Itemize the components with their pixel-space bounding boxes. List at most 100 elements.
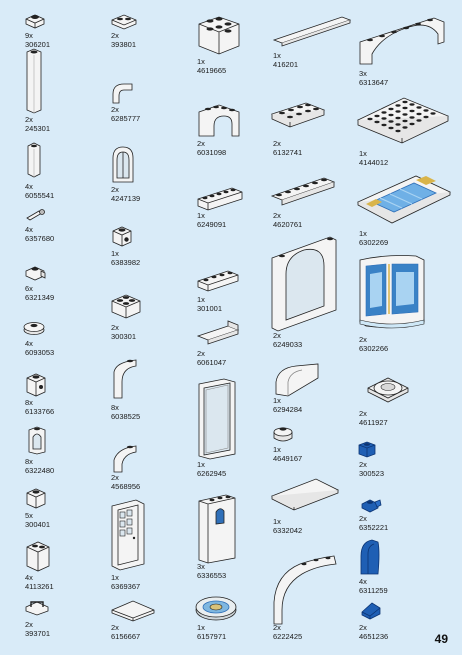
large-arch-icon (273, 555, 337, 625)
part-245301 (24, 48, 44, 114)
blue-plate-clip-icon (361, 499, 382, 513)
part-416201 (272, 14, 352, 48)
part-6156667 (110, 598, 156, 622)
part-6262945 (196, 378, 238, 460)
tile-1x8-icon (272, 16, 352, 47)
part-4620761 (270, 174, 336, 208)
part-6093053 (22, 320, 46, 336)
window-1x2-icon (28, 426, 46, 455)
part-6352221 (360, 496, 382, 514)
part-6133766 (24, 371, 48, 397)
plate-1x2-icon (111, 14, 137, 30)
angle-plate-icon (196, 320, 240, 345)
round-plate-icon (23, 322, 45, 335)
tile-2x2-icon (111, 600, 155, 622)
part-6332042 (270, 476, 340, 516)
part-6294284 (272, 362, 322, 398)
plate-clip-icon (25, 266, 46, 281)
brick-2x2-icon (111, 294, 141, 319)
turntable-icon (367, 377, 409, 403)
part-306201 (24, 10, 46, 30)
part-4649167 (270, 420, 296, 444)
curved-slope-icon (113, 445, 137, 473)
part-4568956 (110, 442, 140, 474)
curved-bracket-icon (113, 359, 137, 399)
part-6336553 (196, 494, 238, 564)
part-6038525 (110, 356, 140, 400)
part-4611927 (366, 372, 410, 406)
technic-brick-1x1-icon (112, 226, 132, 247)
plate-1x1-icon (25, 14, 45, 29)
part-300301 (110, 292, 142, 320)
part-6132741 (270, 100, 326, 134)
part-6321349 (24, 262, 46, 282)
part-6357680 (25, 208, 47, 222)
curved-slope-large-icon (275, 363, 319, 397)
part-6055541 (25, 142, 43, 178)
round-arch-icon (112, 83, 133, 104)
arch-1x4-icon (198, 104, 240, 137)
plate-2x4-icon (270, 102, 326, 128)
arch-window-icon (112, 146, 134, 183)
part-4619665 (196, 14, 242, 56)
part-6222425 (270, 554, 340, 626)
round-tile-printed-icon (195, 596, 237, 621)
part-6031098 (196, 102, 242, 138)
part-6157971 (194, 592, 238, 622)
curved-printed-panel-icon (359, 255, 425, 329)
brick-1x6-icon (197, 187, 243, 211)
column-1x2x6-icon (26, 48, 42, 114)
dish-icon (273, 427, 293, 442)
part-6302266 (356, 252, 428, 332)
door-icon (111, 499, 145, 571)
brick-2x4-icon (198, 16, 240, 55)
blue-curved-icon (360, 539, 380, 575)
part-6311259 (358, 538, 382, 576)
part-6369367 (108, 498, 148, 572)
brick-1x4-icon (197, 270, 239, 292)
part-6313647 (356, 14, 448, 68)
plate-6x6-icon (357, 97, 449, 144)
blue-slope-icon (361, 602, 381, 620)
column-1x1x3-icon (27, 142, 41, 178)
part-6285777 (110, 82, 136, 104)
part-300401 (25, 487, 47, 509)
part-6383982 (110, 225, 134, 247)
part-4113261 (24, 540, 52, 572)
part-300523 (358, 440, 376, 458)
